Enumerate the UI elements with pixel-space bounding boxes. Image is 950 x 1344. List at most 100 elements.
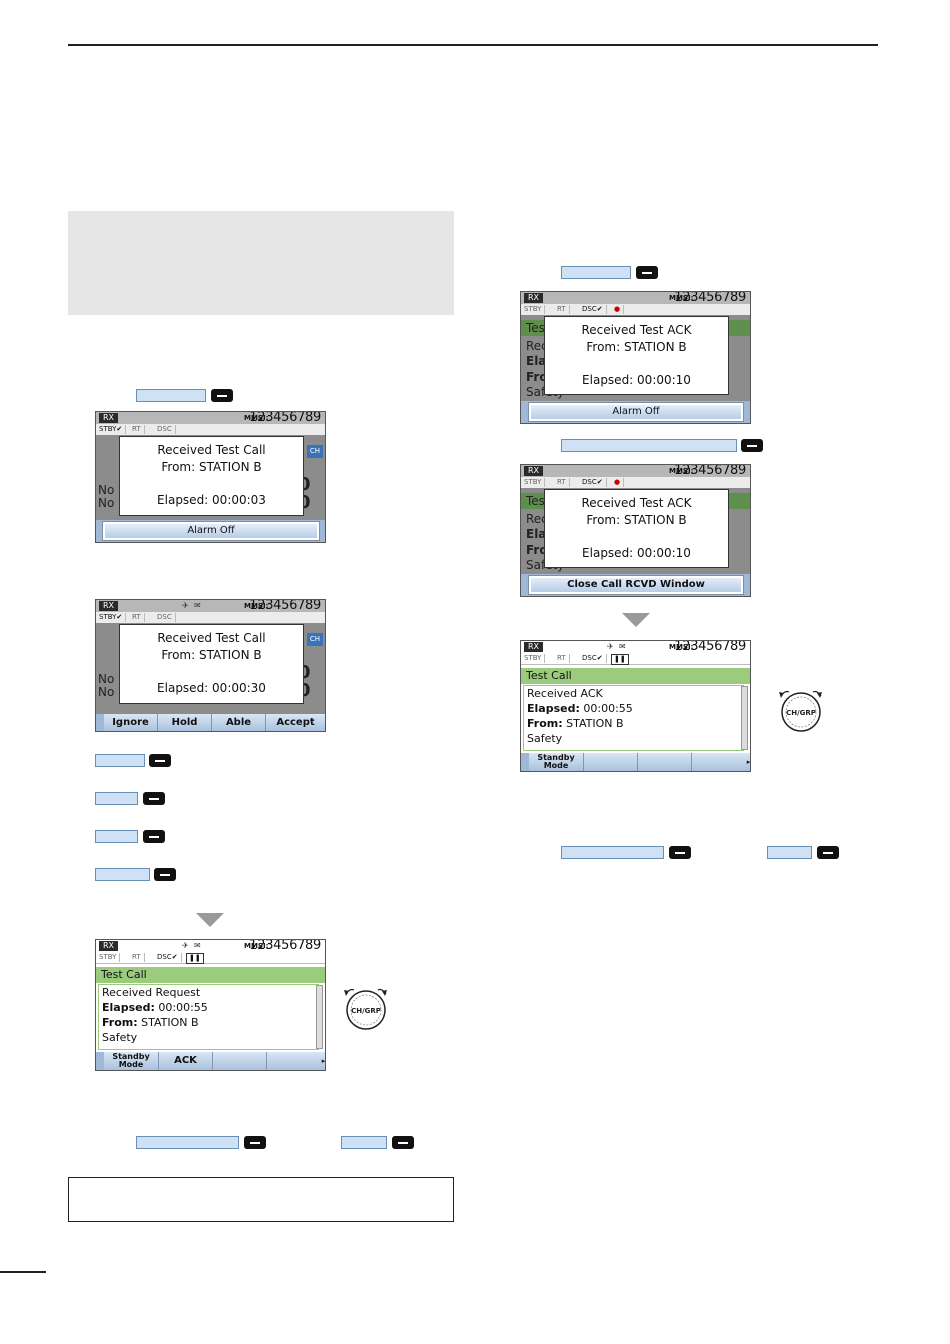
- mmsi-label: MMSI:: [669, 294, 694, 302]
- mmsi-value: 123456789: [249, 599, 321, 613]
- rx-indicator: RX: [524, 293, 544, 303]
- top-rule: [68, 44, 878, 46]
- screen-received-test-ack-close: RX MMSI: 123456789 STBY RT DSC✔ ● Tes Re…: [520, 464, 751, 597]
- list-item: Safety: [102, 1031, 138, 1044]
- field-label: Elapsed:: [102, 1001, 155, 1014]
- softkey-placeholder: [95, 754, 145, 767]
- record-icon: ●: [611, 478, 625, 487]
- list-item: Elapsed: 00:00:55: [99, 1000, 318, 1015]
- rt-tag: RT: [554, 654, 570, 663]
- popup-line-1: Received Test Call: [157, 631, 266, 645]
- scrollbar[interactable]: [741, 686, 748, 750]
- scrollbar[interactable]: [316, 985, 323, 1049]
- ignore-key[interactable]: Ignore: [104, 714, 158, 731]
- field-value: STATION B: [566, 717, 624, 730]
- softkey-placeholder: [95, 792, 138, 805]
- field-label: From:: [102, 1016, 138, 1029]
- hold-key[interactable]: Hold: [158, 714, 212, 731]
- able-key[interactable]: Able: [212, 714, 266, 731]
- background-text: Rec: [526, 339, 548, 353]
- popup-line-3: Elapsed: 00:00:10: [582, 546, 691, 560]
- softkey-placeholder: [136, 389, 206, 402]
- list-item: From: STATION B: [99, 1015, 318, 1030]
- screen-received-test-ack: RX MMSI: 123456789 STBY RT DSC✔ ● Tes Re…: [520, 291, 751, 424]
- minus-key-icon: [143, 792, 165, 805]
- minus-key-icon: [211, 389, 233, 402]
- popup-line-2: From: STATION B: [161, 648, 262, 662]
- ack-key[interactable]: ACK: [159, 1052, 213, 1070]
- list-item: Safety: [527, 732, 563, 745]
- alarm-off-button[interactable]: Alarm Off: [102, 521, 320, 541]
- standby-mode-key[interactable]: Standby Mode: [104, 1052, 159, 1070]
- dsc-tag: DSC✔: [579, 305, 607, 314]
- popup-line-3: Elapsed: 00:00:03: [157, 493, 266, 507]
- down-arrow-icon: [622, 613, 650, 627]
- record-icon: ●: [611, 305, 625, 314]
- more-arrow-icon[interactable]: ▸: [745, 753, 750, 771]
- mmsi-label: MMSI:: [669, 643, 694, 651]
- minus-key-icon: [154, 868, 176, 881]
- empty-key[interactable]: [213, 1052, 267, 1070]
- softkey-placeholder: [561, 266, 631, 279]
- screen-header: RX ✈ ✉ MMSI: 123456789: [96, 599, 325, 613]
- list-item: Received Request: [102, 986, 201, 999]
- envelope-icon: ✉: [194, 601, 201, 610]
- minus-key-icon: [244, 1136, 266, 1149]
- envelope-icon: ✉: [619, 642, 626, 651]
- empty-key[interactable]: [692, 753, 746, 771]
- info-box: [68, 211, 454, 315]
- popup-line-3: Elapsed: 00:00:30: [157, 681, 266, 695]
- screen-header: RX MMSI: 123456789: [521, 465, 750, 478]
- background-text: Tes: [526, 494, 545, 508]
- field-value: 00:00:55: [583, 702, 633, 715]
- rt-tag: RT: [554, 305, 570, 314]
- field-value: STATION B: [141, 1016, 199, 1029]
- standby-mode-key[interactable]: Standby Mode: [529, 753, 584, 771]
- background-text: Ela: [526, 354, 547, 368]
- ch-grp-knob-icon[interactable]: CH/GRP: [775, 686, 823, 734]
- mmsi-value: 123456789: [249, 939, 321, 953]
- softkey-bar: Close Call RCVD Window: [521, 574, 750, 596]
- background-text: Ela: [526, 527, 547, 541]
- empty-key[interactable]: [267, 1052, 321, 1070]
- envelope-icon: ✉: [194, 941, 201, 950]
- pause-icon: ❚❚: [611, 654, 629, 665]
- popup-line-1: Received Test ACK: [581, 496, 692, 510]
- ch-badge: CH: [307, 633, 323, 646]
- empty-key[interactable]: [638, 753, 692, 771]
- alarm-off-button[interactable]: Alarm Off: [528, 402, 744, 422]
- minus-key-icon: [392, 1136, 414, 1149]
- popup-line-2: From: STATION B: [161, 460, 262, 474]
- dsc-tag: DSC: [154, 613, 176, 622]
- close-call-rcvd-window-button[interactable]: Close Call RCVD Window: [528, 575, 744, 595]
- screen-test-call-request: RX ✈ ✉ MMSI: 123456789 STBY RT DSC✔ ❚❚ T…: [95, 939, 326, 1071]
- rt-tag: RT: [129, 425, 145, 434]
- call-details-list: Received ACK Elapsed: 00:00:55 From: STA…: [523, 685, 744, 751]
- softkey-bar: Alarm Off: [521, 401, 750, 423]
- rx-indicator: RX: [99, 941, 119, 951]
- softkey-placeholder: [95, 868, 150, 881]
- mmsi-value: 123456789: [674, 291, 746, 305]
- rt-tag: RT: [554, 478, 570, 487]
- minus-key-icon: [636, 266, 658, 279]
- accept-key[interactable]: Accept: [266, 714, 325, 731]
- ch-grp-knob-icon[interactable]: CH/GRP: [340, 984, 388, 1032]
- minus-key-icon: [741, 439, 763, 452]
- alert-popup: Received Test Call From: STATION B Elaps…: [119, 624, 304, 704]
- stby-tag: STBY✔: [96, 613, 127, 622]
- screen-received-test-call: RX MMSI: 123456789 STBY✔ RT DSC CH No No…: [95, 411, 326, 543]
- more-arrow-icon[interactable]: ▸: [320, 1052, 325, 1070]
- page-marker: [0, 1271, 46, 1273]
- dsc-tag: DSC✔: [579, 478, 607, 487]
- list-item: From: STATION B: [524, 716, 743, 731]
- popup-line-1: Received Test ACK: [581, 323, 692, 337]
- background-text: Rec: [526, 512, 548, 526]
- empty-key[interactable]: [584, 753, 638, 771]
- mmsi-label: MMSI:: [244, 602, 269, 610]
- softkey-bar: Standby Mode ▸: [521, 753, 750, 771]
- rx-indicator: RX: [524, 466, 544, 476]
- rx-indicator: RX: [524, 642, 544, 652]
- alert-popup: Received Test ACK From: STATION B Elapse…: [544, 316, 729, 395]
- svg-text:CH/GRP: CH/GRP: [351, 1007, 381, 1015]
- list-title: Test Call: [521, 668, 750, 684]
